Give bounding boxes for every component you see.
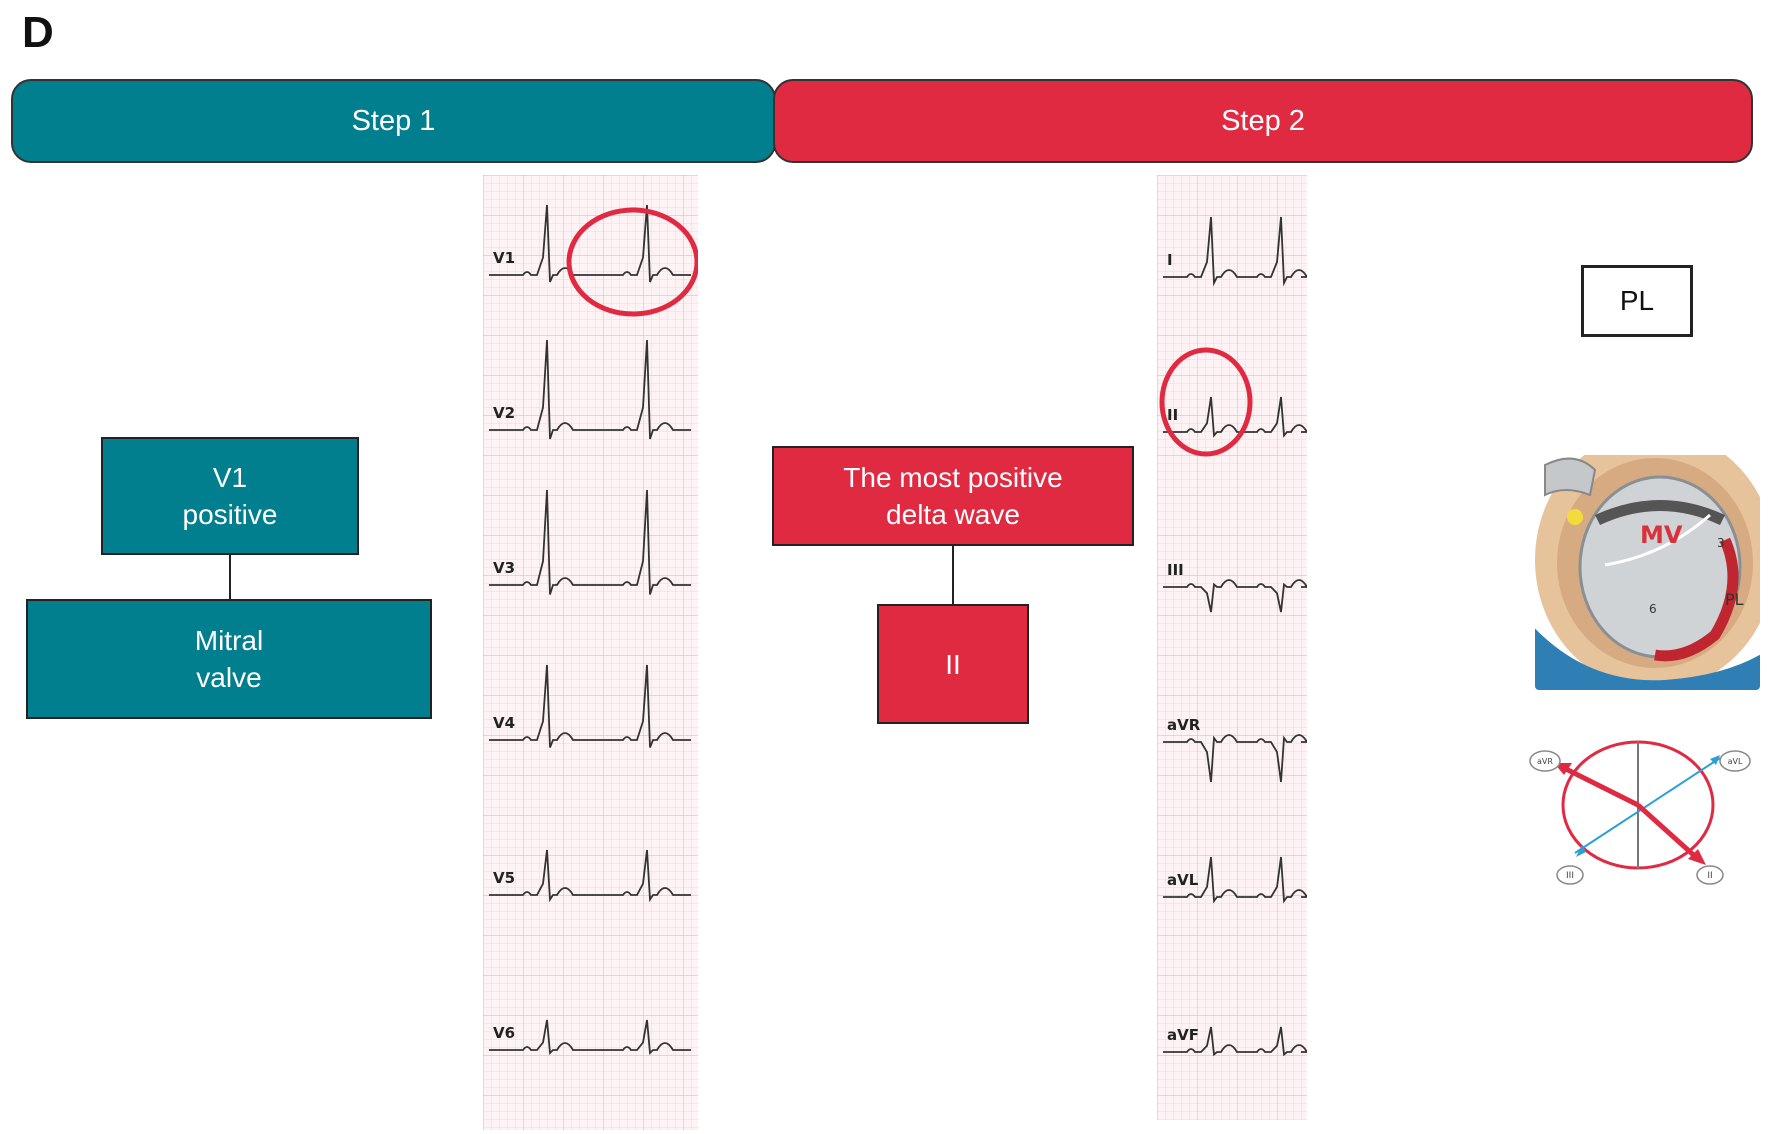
axis-diagram: aVR aVL III II bbox=[1529, 740, 1751, 885]
limb-lead-label-avf: aVF bbox=[1167, 1026, 1199, 1044]
axis-label-avl: aVL bbox=[1728, 757, 1743, 766]
mitral-valve-anatomy-illustration: MV PL 3 6 bbox=[1535, 455, 1760, 690]
precordial-trace-v3 bbox=[489, 489, 691, 595]
panel-letter: D bbox=[22, 8, 54, 57]
limb-lead-label-iii: III bbox=[1167, 561, 1184, 579]
precordial-lead-label-v2: V2 bbox=[493, 404, 515, 422]
precordial-trace-v1 bbox=[489, 204, 691, 283]
limb-trace-ii bbox=[1163, 396, 1307, 438]
limb-trace-avl bbox=[1163, 856, 1307, 904]
axis-label-ii: II bbox=[1707, 871, 1712, 881]
limb-lead-label-ii: II bbox=[1167, 406, 1178, 424]
step-1-header: Step 1 bbox=[11, 79, 776, 163]
most-positive-delta-box: The most positive delta wave bbox=[772, 446, 1134, 546]
axis-label-iii: III bbox=[1566, 871, 1574, 881]
step-2-header: Step 2 bbox=[773, 79, 1753, 163]
axis-label-avr: aVR bbox=[1537, 757, 1553, 766]
limb-trace-avf bbox=[1163, 1026, 1307, 1057]
limb-lead-label-avl: aVL bbox=[1167, 871, 1199, 889]
precordial-trace-v2 bbox=[489, 339, 691, 440]
pl-segment-label: PL bbox=[1725, 590, 1744, 609]
limb-trace-avr bbox=[1163, 734, 1307, 783]
limb-trace-iii bbox=[1163, 579, 1307, 613]
v1-positive-box: V1 positive bbox=[101, 437, 359, 555]
precordial-lead-label-v3: V3 bbox=[493, 559, 515, 577]
lead-ii-box: II bbox=[877, 604, 1029, 724]
precordial-lead-label-v1: V1 bbox=[493, 249, 515, 267]
precordial-lead-label-v6: V6 bbox=[493, 1024, 515, 1042]
precordial-trace-v5 bbox=[489, 849, 691, 903]
limb-trace-i bbox=[1163, 216, 1307, 287]
step1-connector bbox=[229, 555, 231, 599]
svg-text:3: 3 bbox=[1717, 536, 1725, 550]
limb-lead-label-avr: aVR bbox=[1167, 716, 1201, 734]
v1-highlight-circle bbox=[566, 207, 698, 317]
step2-connector bbox=[952, 546, 954, 604]
pl-label-box: PL bbox=[1581, 265, 1693, 337]
precordial-lead-label-v4: V4 bbox=[493, 714, 515, 732]
precordial-trace-v6 bbox=[489, 1019, 691, 1055]
precordial-trace-v4 bbox=[489, 664, 691, 748]
svg-text:6: 6 bbox=[1649, 602, 1657, 616]
precordial-lead-label-v5: V5 bbox=[493, 869, 515, 887]
mitral-valve-box: Mitral valve bbox=[26, 599, 432, 719]
ii-highlight-circle bbox=[1159, 347, 1253, 457]
limb-lead-label-i: I bbox=[1167, 251, 1173, 269]
mv-label: MV bbox=[1640, 521, 1683, 549]
